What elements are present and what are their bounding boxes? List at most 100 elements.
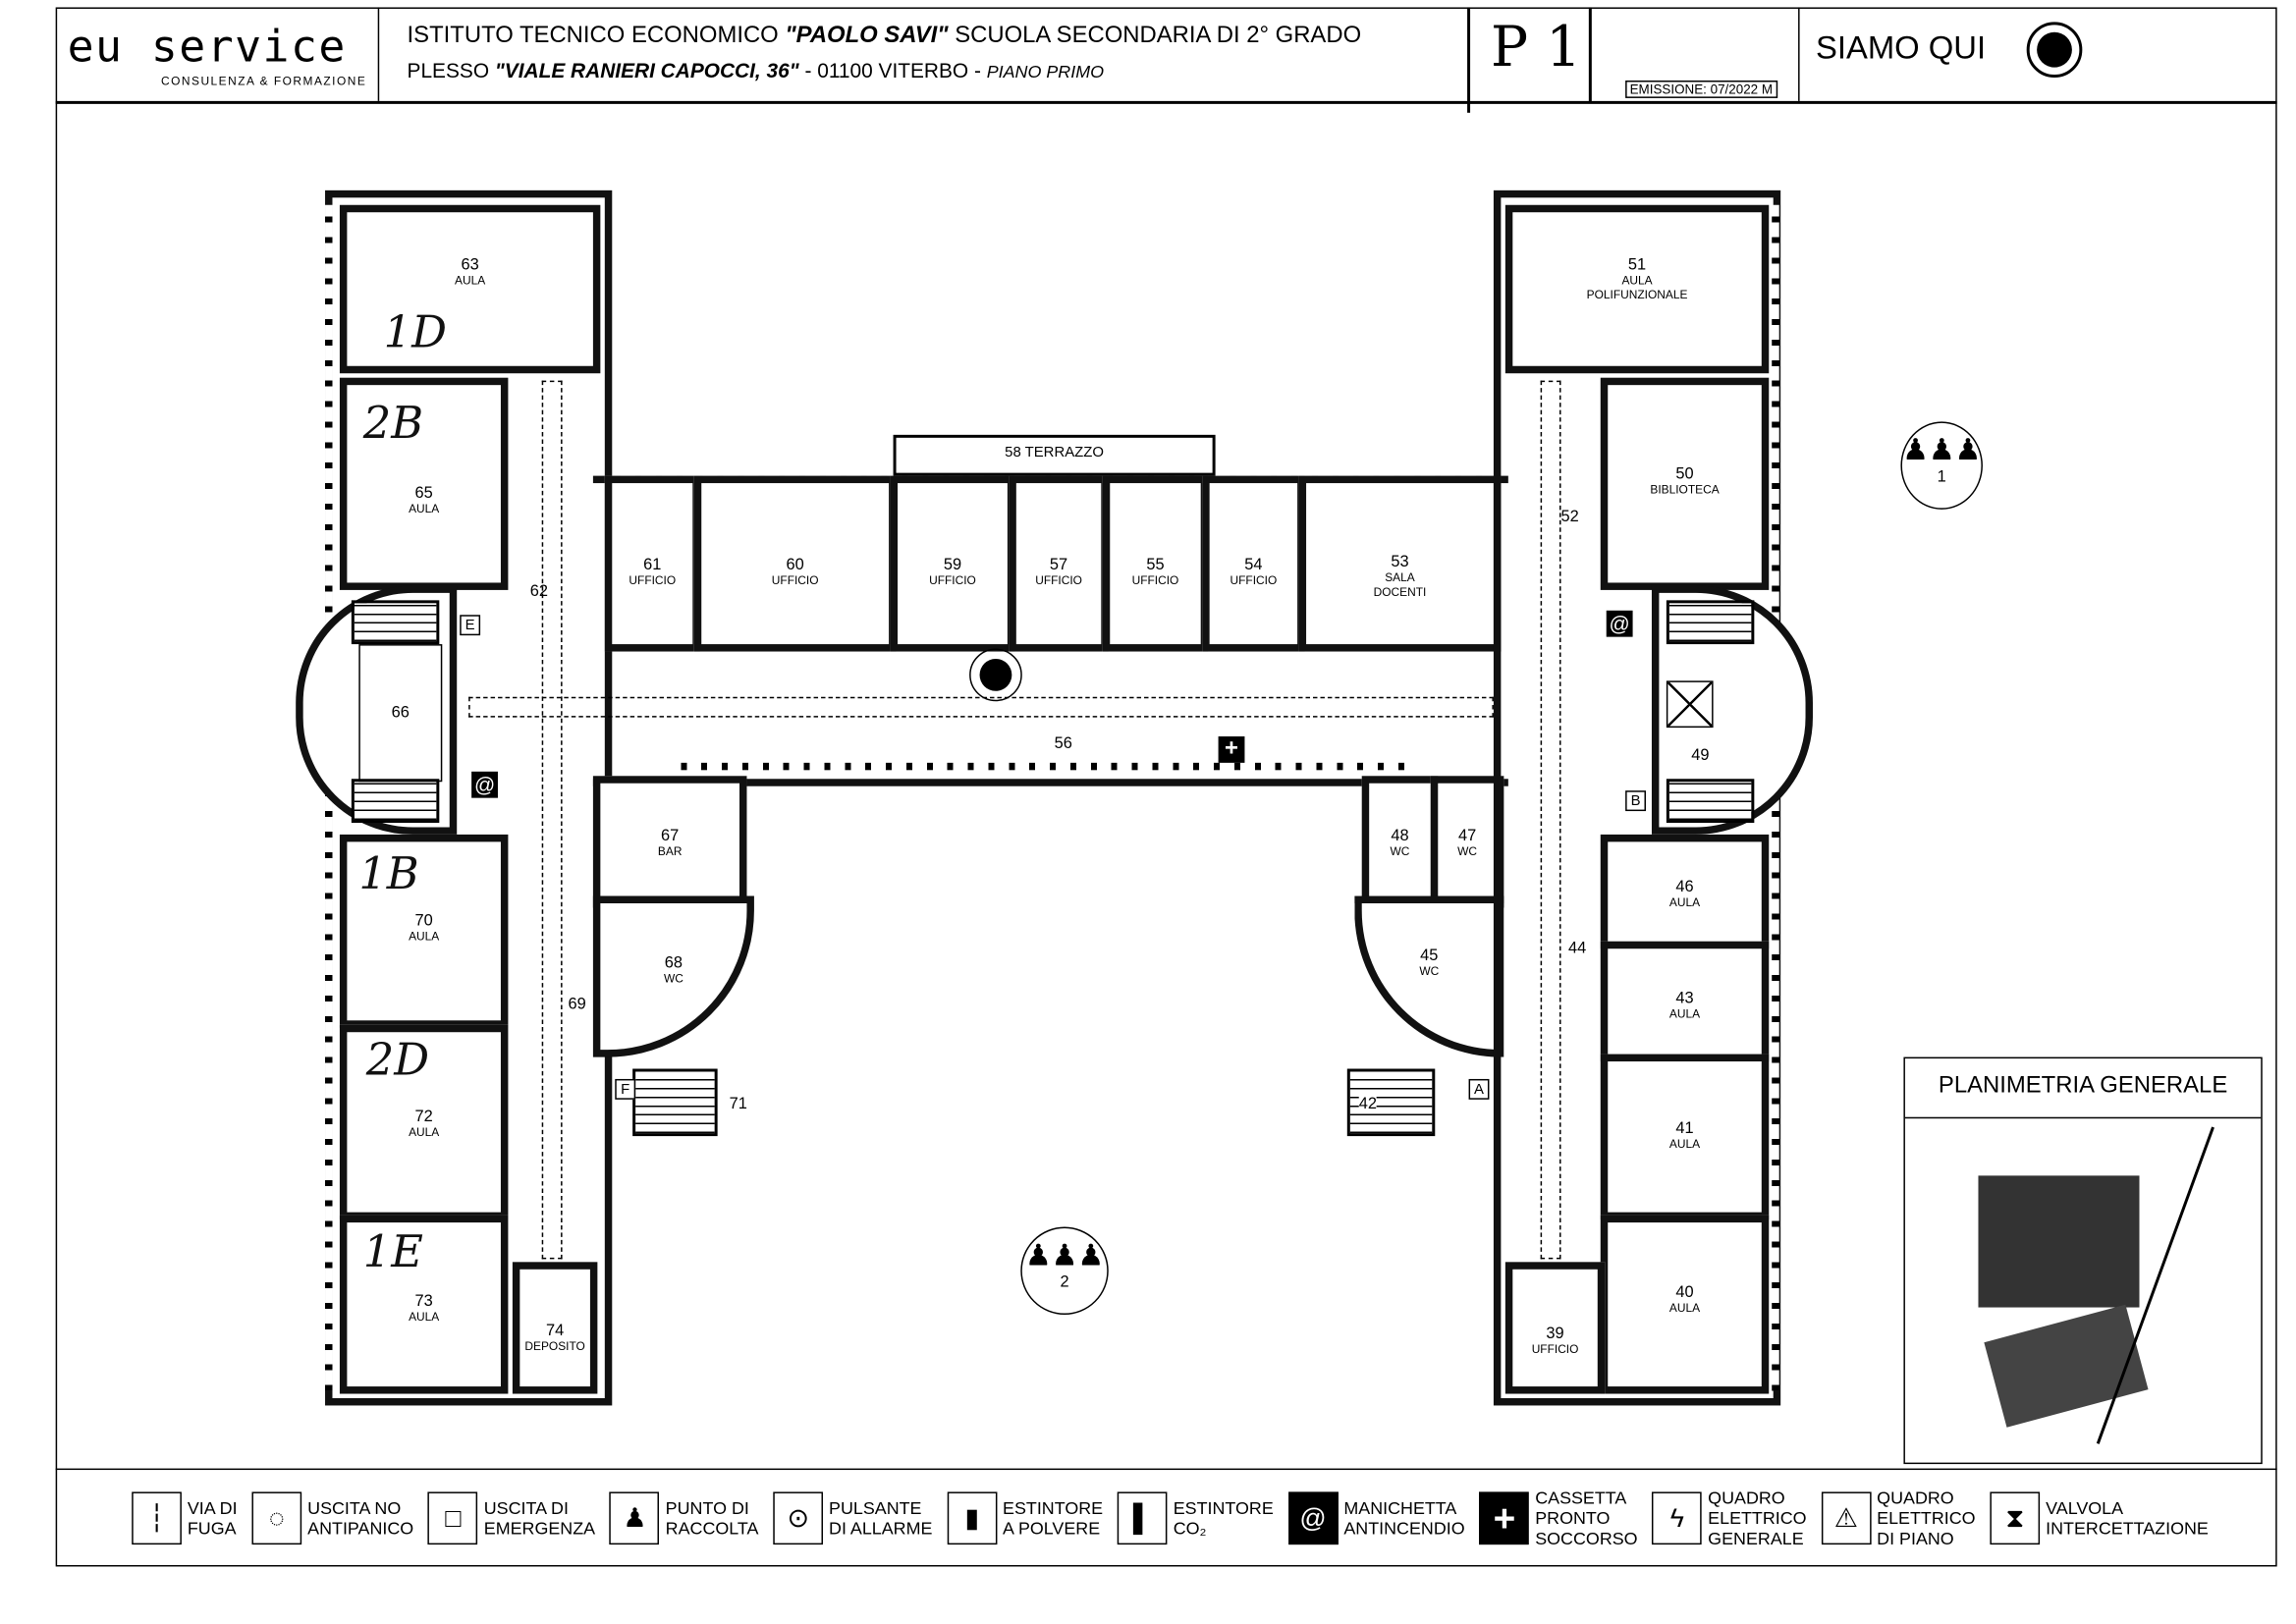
main-panel-icon: ϟ <box>1652 1491 1703 1545</box>
corridor-62: 62 <box>529 582 549 601</box>
fire-hose-icon: @ <box>1287 1491 1339 1545</box>
co2-extinguisher-icon: ▌ <box>1118 1491 1168 1545</box>
title-part: ISTITUTO TECNICO ECONOMICO <box>407 23 786 49</box>
sheet-frame <box>55 7 2277 1567</box>
stair-71 <box>632 1068 718 1137</box>
school-name: "PAOLO SAVI" <box>785 23 949 49</box>
stair-42-label: 42 <box>1358 1095 1378 1113</box>
divider <box>1467 7 1471 113</box>
elevator-icon <box>1666 680 1714 729</box>
corridor-69: 69 <box>568 995 586 1013</box>
stair-49-label: 49 <box>1691 746 1710 765</box>
valve-icon: ⧗ <box>1990 1491 2041 1545</box>
assembly-point-icon: ♟ <box>610 1491 660 1545</box>
title-part: SCUOLA SECONDARIA DI 2° GRADO <box>948 23 1362 49</box>
handwritten-class: 1E <box>362 1226 423 1278</box>
handwritten-class: 2B <box>362 398 424 450</box>
site-plan: PLANIMETRIA GENERALE <box>1903 1056 2263 1465</box>
fire-hose-icon: @ <box>1606 610 1633 637</box>
handwritten-class: 1D <box>383 307 447 359</box>
header-divider <box>55 100 2277 104</box>
assembly-point-1: ♟♟♟1 <box>1900 421 1983 510</box>
escape-route-icon: ┆ <box>132 1491 182 1545</box>
stairs <box>351 779 440 823</box>
windows <box>681 762 1413 771</box>
emergency-exit-icon: □ <box>428 1491 478 1545</box>
divider <box>1798 7 1800 101</box>
divider <box>1588 7 1592 103</box>
stairs <box>1666 779 1755 823</box>
site-building <box>1978 1175 2140 1308</box>
corridor-52: 52 <box>1560 508 1579 526</box>
first-aid-icon: + <box>1218 736 1245 763</box>
logo-text: eu service <box>67 22 347 74</box>
alarm-button-icon: ⊙ <box>773 1491 824 1545</box>
powder-extinguisher-icon: ▮ <box>947 1491 998 1545</box>
header-title-line2: PLESSO "VIALE RANIERI CAPOCCI, 36" - 011… <box>408 59 1105 82</box>
you-are-here-label: SIAMO QUI <box>1815 28 1987 67</box>
logo: eu service CONSULENZA & FORMAZIONE <box>56 7 380 101</box>
floor-panel-icon: ⚠ <box>1821 1491 1872 1545</box>
floor-code: P 1 <box>1490 14 1582 80</box>
exit-e: E <box>460 615 481 636</box>
header-title-line1: ISTITUTO TECNICO ECONOMICO "PAOLO SAVI" … <box>408 24 1362 50</box>
stair-71-label: 71 <box>729 1095 747 1113</box>
assembly-point-2: ♟♟♟2 <box>1020 1226 1109 1316</box>
stairs <box>1666 600 1755 645</box>
exit-a: A <box>1468 1078 1490 1100</box>
corridor-44: 44 <box>1567 940 1587 958</box>
emission-date: EMISSIONE: 07/2022 M <box>1625 81 1777 98</box>
fire-hose-icon: @ <box>471 771 498 798</box>
you-are-here-marker <box>969 648 1022 702</box>
stairs <box>351 600 440 645</box>
terrace: 58 TERRAZZO <box>893 434 1216 476</box>
title-part: PLESSO <box>407 58 495 82</box>
logo-subtitle: CONSULENZA & FORMAZIONE <box>161 75 367 88</box>
floor-name: PIANO PRIMO <box>986 61 1105 82</box>
address: "VIALE RANIERI CAPOCCI, 36" <box>494 58 799 82</box>
handwritten-class: 1B <box>358 848 419 901</box>
handwritten-class: 2D <box>365 1035 430 1087</box>
legend-divider <box>55 1468 2277 1471</box>
escape-route <box>468 696 1494 718</box>
room-66-label: 66 <box>358 644 443 783</box>
site-plan-title: PLANIMETRIA GENERALE <box>1904 1058 2262 1119</box>
corridor-56: 56 <box>1054 734 1072 753</box>
escape-route <box>541 380 563 1260</box>
escape-route <box>1540 380 1561 1260</box>
no-panic-exit-icon: ◌ <box>251 1491 302 1545</box>
title-part: - 01100 VITERBO - <box>798 58 987 82</box>
